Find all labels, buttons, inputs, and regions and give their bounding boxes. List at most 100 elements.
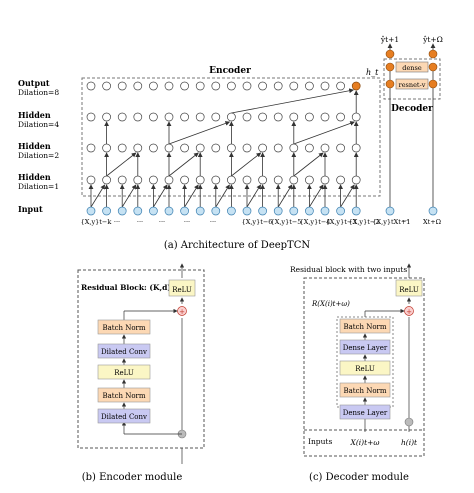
hidden-node (289, 175, 299, 185)
decoder-plus-icon: + (406, 308, 412, 316)
hidden-node (86, 143, 96, 153)
module-block (339, 382, 391, 398)
hidden-node (320, 112, 330, 122)
edge-input-diag (90, 184, 106, 208)
decoder-input-h: h(i)t (401, 438, 418, 447)
hidden-node (195, 112, 205, 122)
input-label: ··· (210, 218, 216, 226)
decoder-inputs-label: Inputs (308, 437, 332, 446)
decoder-module-title: Residual block with two inputs (290, 265, 407, 274)
architecture-diagram: Encoder Decoder Output Dilation=8 Hidden… (18, 35, 443, 226)
decoder-node-resnet-right (428, 79, 438, 89)
hidden-node (227, 143, 236, 153)
module-block (97, 408, 151, 424)
hidden-node (211, 143, 221, 153)
hidden-node (133, 175, 143, 185)
edge-h1-diag (168, 152, 199, 177)
decoder-output-label-2: ŷt+Ω (422, 35, 443, 44)
edge-h2-diag (293, 121, 355, 145)
input-node (242, 206, 252, 216)
hidden-node (320, 81, 330, 91)
hidden-node (273, 143, 283, 153)
input-node (195, 206, 205, 216)
input-label: {X,y}t−4 (300, 218, 331, 226)
hidden-node (336, 81, 345, 91)
input-node (258, 206, 267, 216)
hidden-node (117, 112, 127, 122)
hidden-node (195, 143, 205, 153)
decoder-module: Residual block with two inputs R(X(i)t+ω… (290, 263, 425, 483)
row-label-output: Output (18, 78, 50, 88)
edge-input-diag (215, 184, 230, 208)
input-label: {X,y}t (372, 218, 394, 226)
hidden-node (305, 112, 314, 122)
hidden-node (180, 143, 189, 153)
input-label: {X,y}t−2 (349, 218, 380, 226)
h-t-label: h_t (366, 68, 379, 77)
module-block (339, 318, 391, 334)
module-block (339, 339, 391, 355)
edge-input-diag (153, 184, 168, 208)
module-block-label: Batch Norm (102, 392, 145, 400)
hidden-node (149, 112, 158, 122)
edge-input-diag (121, 184, 137, 208)
row-label-dilation-4: Dilation=4 (18, 120, 59, 129)
hidden-node (258, 175, 267, 185)
hidden-node (86, 175, 96, 185)
row-label-input: Input (18, 204, 43, 214)
input-node (149, 206, 158, 216)
module-block (339, 360, 391, 376)
decoder-resnet-label: resnet-v (399, 81, 426, 89)
hidden-node (102, 143, 111, 153)
hidden-node (195, 175, 205, 185)
input-node (164, 206, 174, 216)
module-block-label: Dilated Conv (101, 413, 147, 421)
module-block-label: ReLU (355, 365, 375, 373)
row-label-dilation-8: Dilation=8 (18, 88, 59, 97)
input-label: Xt+Ω (423, 218, 441, 226)
hidden-node (227, 175, 236, 185)
decoder-box (383, 58, 441, 100)
input-label: ··· (184, 218, 190, 226)
encoder-relu-top-label: ReLU (172, 286, 192, 294)
module-block-label: Batch Norm (343, 387, 386, 395)
encoder-relu-top-box (168, 279, 196, 297)
hidden-node (273, 81, 283, 91)
hidden-node (305, 143, 314, 153)
hidden-node (211, 81, 221, 91)
input-label: Xt+1 (394, 218, 411, 226)
input-label: {X,y}t−6 (242, 218, 273, 226)
module-block-label: Batch Norm (102, 324, 145, 332)
row-label-hidden-4: Hidden (18, 110, 51, 120)
hidden-node (351, 175, 361, 185)
decoder-dense-label: dense (402, 64, 422, 72)
input-node (289, 206, 299, 216)
decoder-relu-top-box (395, 279, 423, 297)
edge-h2-diag (168, 121, 231, 145)
input-node (180, 206, 189, 216)
tcn-nodes (86, 81, 361, 216)
module-block-label: Dense Layer (343, 409, 388, 417)
hidden-node (258, 112, 267, 122)
hidden-node (320, 143, 330, 153)
input-node (305, 206, 314, 216)
row-label-hidden-1: Hidden (18, 172, 51, 182)
row-label-dilation-1: Dilation=1 (18, 182, 59, 191)
decoder-input-x: X(i)t+ω (349, 438, 379, 447)
row-labels: Output Dilation=8 Hidden Dilation=4 Hidd… (18, 78, 59, 214)
hidden-node (86, 112, 96, 122)
hidden-node (227, 81, 236, 91)
output-node-h-t (351, 81, 361, 91)
input-node (211, 206, 221, 216)
hidden-node (289, 143, 299, 153)
module-block-label: Batch Norm (343, 323, 386, 331)
decoder-input-dots: ··· (402, 217, 408, 225)
encoder-module-title: Residual Block: (K,d) (81, 283, 171, 292)
hidden-node (211, 112, 221, 122)
decoder-caption: (c) Decoder module (309, 472, 409, 483)
hidden-node (211, 175, 221, 185)
decoder-module-box (303, 277, 425, 457)
edge-h1-diag (106, 152, 137, 177)
edge-h1-diag (293, 152, 324, 177)
